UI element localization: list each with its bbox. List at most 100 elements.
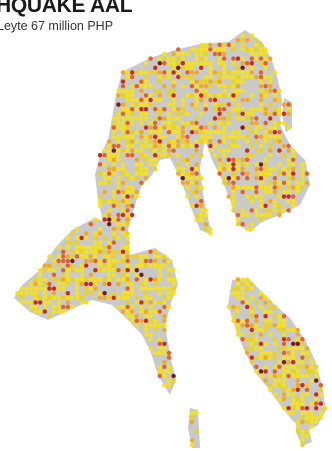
loss-dot <box>254 120 259 126</box>
loss-dot <box>88 245 94 250</box>
loss-dot <box>222 130 227 135</box>
loss-dot <box>130 134 135 139</box>
loss-dot <box>291 396 296 402</box>
loss-dot <box>240 61 245 66</box>
loss-dot <box>148 300 153 305</box>
loss-dot <box>199 79 204 84</box>
loss-dot <box>61 286 66 291</box>
loss-dot <box>231 134 236 139</box>
loss-dot <box>125 176 130 181</box>
loss-dot <box>226 143 231 149</box>
loss-dot <box>203 47 208 52</box>
loss-dot <box>38 272 43 277</box>
loss-dot <box>314 406 319 411</box>
loss-dot <box>268 79 273 84</box>
loss-dot <box>65 277 71 282</box>
loss-dot <box>139 171 144 176</box>
loss-dot <box>130 148 135 153</box>
loss-dot <box>125 143 130 149</box>
loss-dot <box>286 180 291 185</box>
loss-dot <box>47 268 52 273</box>
loss-dot <box>286 369 291 374</box>
loss-dot <box>245 70 250 75</box>
loss-dot <box>286 199 291 204</box>
loss-dot <box>176 70 181 75</box>
loss-dot <box>125 268 130 273</box>
loss-dot <box>143 295 149 300</box>
loss-dot <box>249 33 254 38</box>
loss-dot <box>130 153 135 158</box>
loss-dot <box>249 327 254 333</box>
loss-dot <box>38 295 43 300</box>
loss-dot <box>143 318 149 323</box>
loss-dot <box>125 295 130 300</box>
loss-dot <box>185 74 190 80</box>
loss-dot <box>120 148 126 153</box>
loss-dot <box>217 171 222 176</box>
loss-dot <box>291 153 296 158</box>
loss-dot <box>125 88 130 94</box>
loss-dot <box>277 194 282 199</box>
loss-dot <box>148 295 153 300</box>
loss-dot <box>116 153 121 158</box>
loss-dot <box>107 176 112 181</box>
loss-dot <box>309 419 314 425</box>
loss-dot <box>281 153 287 158</box>
loss-dot <box>249 337 254 342</box>
loss-dot <box>139 107 144 112</box>
loss-dot <box>291 157 296 162</box>
loss-dot <box>231 88 236 94</box>
loss-dot <box>217 51 222 57</box>
loss-dot <box>102 217 107 222</box>
loss-dot <box>97 231 103 236</box>
loss-dot <box>291 364 296 369</box>
loss-dot <box>286 102 291 107</box>
loss-dot <box>258 369 264 374</box>
loss-dot <box>272 88 277 94</box>
loss-dot <box>226 148 231 153</box>
loss-dot <box>240 189 245 195</box>
loss-dot <box>254 130 259 135</box>
loss-dot <box>74 235 80 241</box>
loss-dot <box>240 212 245 218</box>
loss-dot <box>125 263 130 268</box>
loss-dot <box>162 153 167 158</box>
loss-dot <box>199 56 204 61</box>
loss-dot <box>130 84 135 89</box>
loss-dot <box>93 286 98 291</box>
loss-dot <box>199 217 204 222</box>
loss-dot <box>222 139 227 144</box>
loss-dot <box>180 139 185 144</box>
loss-dot <box>134 263 139 268</box>
loss-dot <box>231 180 236 185</box>
loss-dot <box>120 254 126 259</box>
loss-dot <box>231 157 236 162</box>
loss-dot <box>263 65 268 71</box>
loss-dot <box>203 61 208 66</box>
loss-dot <box>102 268 107 273</box>
loss-dot <box>162 148 167 153</box>
loss-dot <box>162 346 167 351</box>
loss-dot <box>258 56 264 61</box>
loss-dot <box>300 176 305 181</box>
loss-dot <box>281 102 287 107</box>
loss-dot <box>61 249 66 254</box>
loss-dot <box>102 176 107 181</box>
loss-dot <box>300 180 305 185</box>
loss-dot <box>79 272 84 277</box>
loss-dot <box>258 134 264 139</box>
loss-dot <box>111 125 117 130</box>
loss-dot <box>240 277 245 282</box>
loss-dot <box>199 125 204 130</box>
loss-dot <box>180 157 185 162</box>
loss-dot <box>116 148 121 153</box>
loss-dot <box>258 327 264 333</box>
loss-dot <box>79 300 84 305</box>
loss-dot <box>268 56 273 61</box>
loss-dot <box>281 406 287 411</box>
loss-dot <box>61 281 66 287</box>
loss-dot <box>157 272 162 277</box>
loss-dot <box>194 61 199 66</box>
loss-dot <box>286 143 291 149</box>
loss-dot <box>295 406 300 411</box>
